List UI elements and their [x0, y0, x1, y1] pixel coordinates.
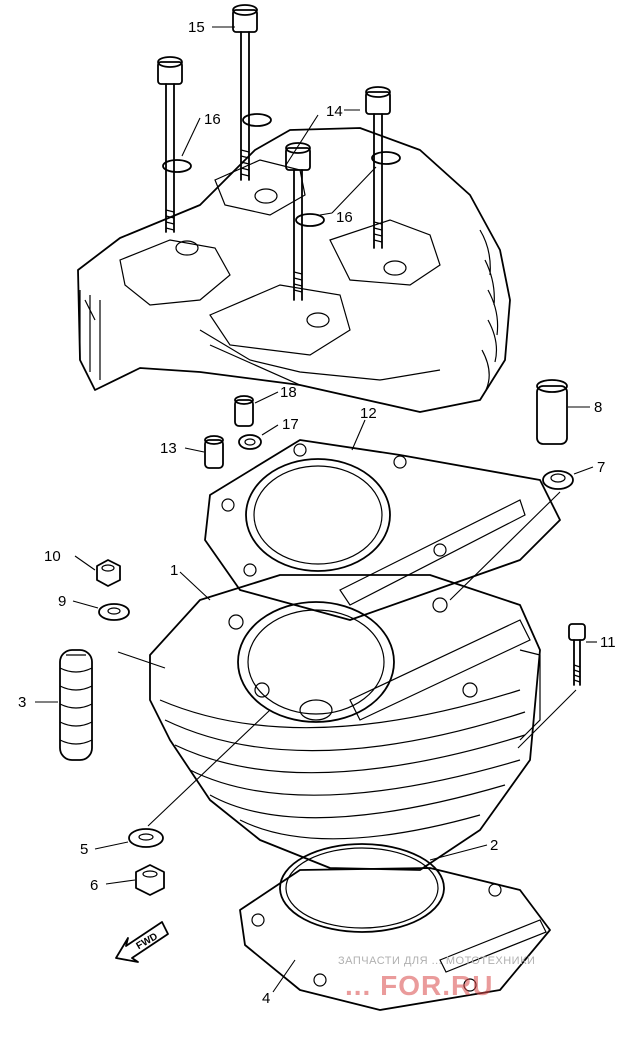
callout-4: 4: [262, 990, 270, 1007]
callout-11: 11: [600, 634, 616, 651]
callout-16-right: 16: [336, 209, 353, 226]
watermark: ЗАПЧАСТИ ДЛЯ ... МОТОТЕХНИКИ ... FOR.RU: [338, 955, 535, 1001]
left-small-parts: [59, 559, 165, 896]
callout-3: 3: [18, 694, 26, 711]
cylinder-head: [77, 127, 511, 413]
callout-14: 14: [326, 103, 343, 120]
callout-13: 13: [160, 440, 177, 457]
callout-10: 10: [44, 548, 61, 565]
bolt-11: [568, 623, 586, 686]
cylinder-block: [149, 574, 541, 871]
callout-2: 2: [490, 837, 498, 854]
head-gasket: [204, 439, 561, 621]
watermark-line2: ... FOR.RU: [345, 970, 493, 1001]
callout-12: 12: [360, 405, 377, 422]
watermark-line1: ЗАПЧАСТИ ДЛЯ ... МОТОТЕХНИКИ: [338, 955, 535, 967]
callout-18: 18: [280, 384, 297, 401]
callout-17: 17: [282, 416, 299, 433]
callout-16-left: 16: [204, 111, 221, 128]
head-bolts: [157, 4, 391, 301]
callout-8: 8: [594, 399, 602, 416]
callout-5: 5: [80, 841, 88, 858]
bolt-washers: [162, 113, 401, 227]
callout-1: 1: [170, 562, 178, 579]
callout-15: 15: [188, 19, 205, 36]
callout-9: 9: [58, 593, 66, 610]
callout-6: 6: [90, 877, 98, 894]
dowel-pins: [204, 395, 262, 469]
sleeve-and-washer: [536, 379, 574, 490]
callout-7: 7: [597, 459, 605, 476]
leader-lines: [35, 26, 597, 993]
base-oring-and-gasket: [239, 843, 551, 1011]
callout-numbers: 15 16 14 16 18 17 12 13 8 7 10 9 1 3 11 …: [18, 19, 616, 1007]
fwd-arrow-icon: FWD: [115, 921, 169, 963]
